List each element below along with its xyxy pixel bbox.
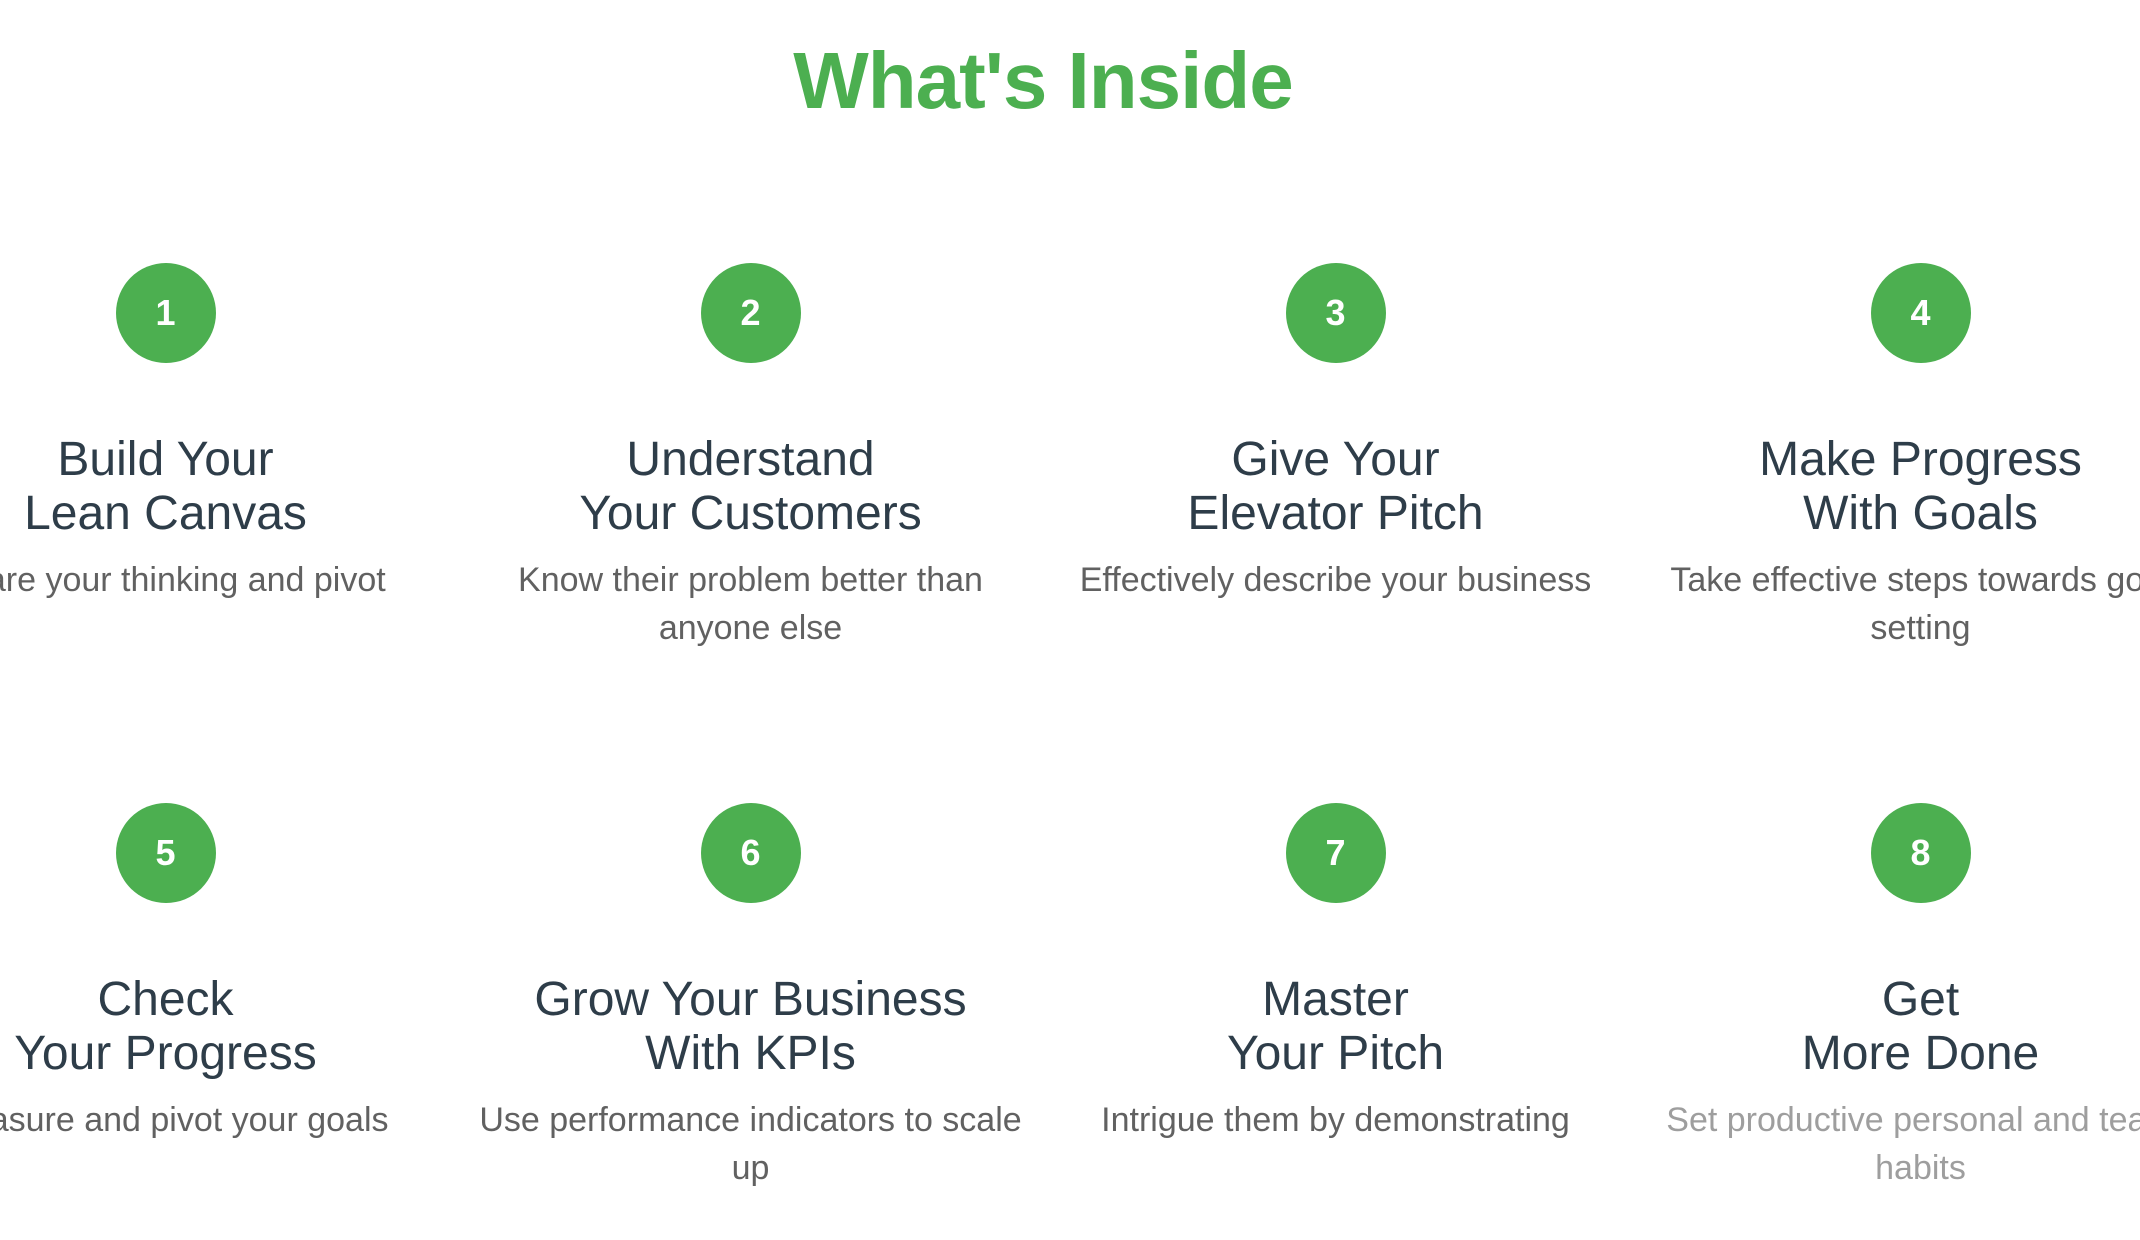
- step-number: 7: [1325, 832, 1346, 873]
- step-number-badge: 8: [1870, 803, 1971, 903]
- step-number: 1: [155, 292, 176, 333]
- feature-description: Effectively describe your business: [1079, 561, 1592, 599]
- feature-item: 4 Make Progress With Goals Take effectiv…: [1628, 263, 2140, 803]
- feature-description: Take effective steps towards goal settin…: [1670, 561, 2140, 647]
- feature-description: Use performance indicators to scale up: [479, 1101, 1022, 1187]
- step-number: 8: [1910, 832, 1931, 873]
- step-number: 5: [155, 832, 176, 873]
- feature-title: Build Your Lean Canvas: [24, 433, 307, 540]
- feature-description: Intrigue them by demonstrating: [1101, 1101, 1570, 1139]
- feature-item: 6 Grow Your Business With KPIs Use perfo…: [458, 803, 1043, 1240]
- feature-description: Share your thinking and pivot: [0, 561, 386, 599]
- step-number: 4: [1910, 292, 1931, 333]
- feature-title: Understand Your Customers: [579, 433, 922, 540]
- feature-description: Know their problem better than anyone el…: [518, 561, 983, 647]
- step-number-badge: 2: [700, 263, 801, 363]
- feature-item: 3 Give Your Elevator Pitch Effectively d…: [1043, 263, 1628, 803]
- feature-description: Measure and pivot your goals: [0, 1101, 389, 1139]
- feature-item: 7 Master Your Pitch Intrigue them by dem…: [1043, 803, 1628, 1240]
- feature-title: Get More Done: [1801, 973, 2040, 1080]
- step-number-badge: 5: [115, 803, 216, 903]
- step-number: 6: [740, 832, 761, 873]
- feature-item: 5 Check Your Progress Measure and pivot …: [0, 803, 458, 1240]
- feature-title: Master Your Pitch: [1226, 973, 1445, 1080]
- feature-title: Grow Your Business With KPIs: [534, 973, 967, 1080]
- feature-description: Set productive personal and team habits: [1666, 1101, 2140, 1187]
- step-number-badge: 6: [700, 803, 801, 903]
- feature-item: 2 Understand Your Customers Know their p…: [458, 263, 1043, 803]
- feature-item: 1 Build Your Lean Canvas Share your thin…: [0, 263, 458, 803]
- feature-title: Give Your Elevator Pitch: [1187, 433, 1484, 540]
- step-number-badge: 4: [1870, 263, 1971, 363]
- feature-title: Check Your Progress: [14, 973, 317, 1080]
- step-number: 3: [1325, 292, 1346, 333]
- feature-item: 8 Get More Done Set productive personal …: [1628, 803, 2140, 1240]
- features-grid: 1 Build Your Lean Canvas Share your thin…: [0, 263, 2140, 1240]
- step-number-badge: 7: [1285, 803, 1386, 903]
- feature-title: Make Progress With Goals: [1759, 433, 2082, 540]
- step-number-badge: 1: [115, 263, 216, 363]
- step-number-badge: 3: [1285, 263, 1386, 363]
- step-number: 2: [740, 292, 761, 333]
- section-title: What's Inside: [793, 36, 1293, 125]
